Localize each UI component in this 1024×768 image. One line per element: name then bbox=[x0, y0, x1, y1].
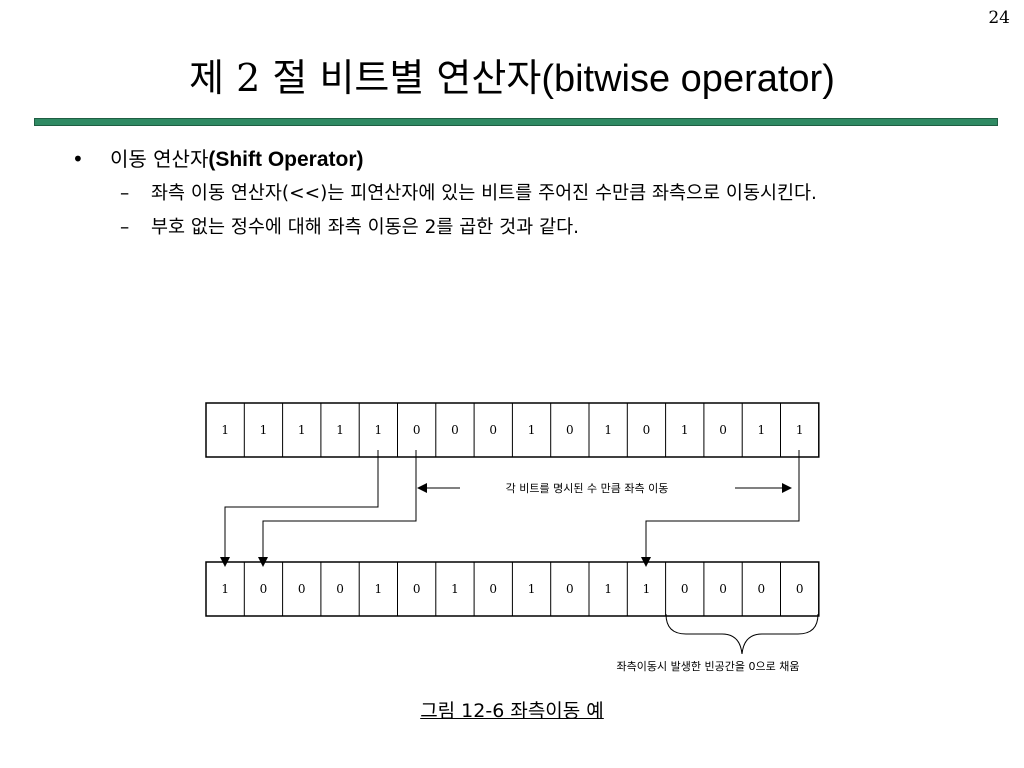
top-register-bit: 1 bbox=[604, 423, 612, 437]
top-register-bit: 1 bbox=[681, 423, 689, 437]
top-register-bit: 0 bbox=[566, 423, 574, 437]
bottom-register-bit: 0 bbox=[681, 582, 689, 596]
top-register-bit: 0 bbox=[719, 423, 727, 437]
sub-bullet-multiply: – 부호 없는 정수에 대해 좌측 이동은 2를 곱한 것과 같다. bbox=[120, 213, 941, 243]
bottom-register-bit: 1 bbox=[221, 582, 229, 596]
bottom-register-bit: 0 bbox=[796, 582, 804, 596]
shift-label: 각 비트를 명시된 수 만큼 좌측 이동 bbox=[506, 482, 669, 495]
sub-bullet-text: 부호 없는 정수에 대해 좌측 이동은 2를 곱한 것과 같다. bbox=[151, 217, 579, 238]
connector-bit1 bbox=[220, 450, 379, 567]
bottom-register: 1 0 0 0 1 0 1 0 1 0 1 1 0 0 0 0 bbox=[205, 561, 820, 617]
title-english: (bitwise operator) bbox=[541, 58, 835, 100]
bottom-register-bit: 0 bbox=[566, 582, 574, 596]
top-register-bit: 1 bbox=[796, 423, 804, 437]
bottom-register-bit: 0 bbox=[260, 582, 268, 596]
bullet-shift-operator: • 이동 연산자(Shift Operator) bbox=[70, 144, 970, 175]
title-divider bbox=[34, 118, 998, 126]
bullet-korean: 이동 연산자 bbox=[110, 147, 209, 171]
sub-bullet-left-shift: – 좌측 이동 연산자(<<)는 피연산자에 있는 비트를 주어진 수만큼 좌측… bbox=[120, 179, 941, 209]
sub-bullet-text: 좌측 이동 연산자(<<)는 피연산자에 있는 비트를 주어진 수만큼 좌측으로… bbox=[151, 183, 817, 204]
fill-label: 좌측이동시 발생한 빈공간을 0으로 채움 bbox=[617, 660, 800, 673]
top-register-bit: 1 bbox=[336, 423, 344, 437]
caption-text: 그림 12-6 좌측이동 예 bbox=[420, 700, 604, 722]
bottom-register-bit: 0 bbox=[298, 582, 306, 596]
title-korean: 제 2 절 비트별 연산자 bbox=[189, 56, 542, 100]
bottom-register-bit: 1 bbox=[643, 582, 651, 596]
bullet-english: (Shift Operator) bbox=[208, 148, 364, 171]
bottom-register-bit: 0 bbox=[489, 582, 497, 596]
bottom-register-bit: 1 bbox=[375, 582, 383, 596]
connector-last-bit bbox=[641, 450, 800, 567]
bottom-register-bit: 0 bbox=[413, 582, 421, 596]
top-register-bit: 1 bbox=[260, 423, 268, 437]
top-register-bit: 0 bbox=[413, 423, 421, 437]
bottom-register-bit: 0 bbox=[336, 582, 344, 596]
bottom-register-bit: 1 bbox=[528, 582, 536, 596]
top-register: 1 1 1 1 1 0 0 0 1 0 1 0 1 0 1 1 bbox=[205, 402, 820, 458]
bullet-dot: • bbox=[72, 147, 84, 171]
top-register-bit: 0 bbox=[643, 423, 651, 437]
slide-title: 제 2 절 비트별 연산자(bitwise operator) bbox=[0, 52, 1024, 105]
top-register-bit: 1 bbox=[221, 423, 229, 437]
bottom-register-bit: 0 bbox=[719, 582, 727, 596]
top-register-bit: 0 bbox=[451, 423, 459, 437]
top-register-bit: 1 bbox=[298, 423, 306, 437]
page-number: 24 bbox=[988, 8, 1010, 28]
connector-bit0 bbox=[258, 450, 417, 567]
fill-brace bbox=[665, 613, 819, 655]
bullet-list: • 이동 연산자(Shift Operator) – 좌측 이동 연산자(<<)… bbox=[70, 144, 970, 243]
bottom-register-bit: 0 bbox=[758, 582, 766, 596]
top-register-bit: 1 bbox=[758, 423, 766, 437]
top-register-bit: 1 bbox=[375, 423, 383, 437]
bottom-register-bit: 1 bbox=[604, 582, 612, 596]
top-register-bit: 0 bbox=[489, 423, 497, 437]
sub-bullet-dash: – bbox=[120, 183, 130, 204]
figure-caption: 그림 12-6 좌측이동 예 bbox=[0, 698, 1024, 724]
top-register-bit: 1 bbox=[528, 423, 536, 437]
sub-bullet-dash: – bbox=[120, 217, 130, 238]
bottom-register-bit: 1 bbox=[451, 582, 459, 596]
